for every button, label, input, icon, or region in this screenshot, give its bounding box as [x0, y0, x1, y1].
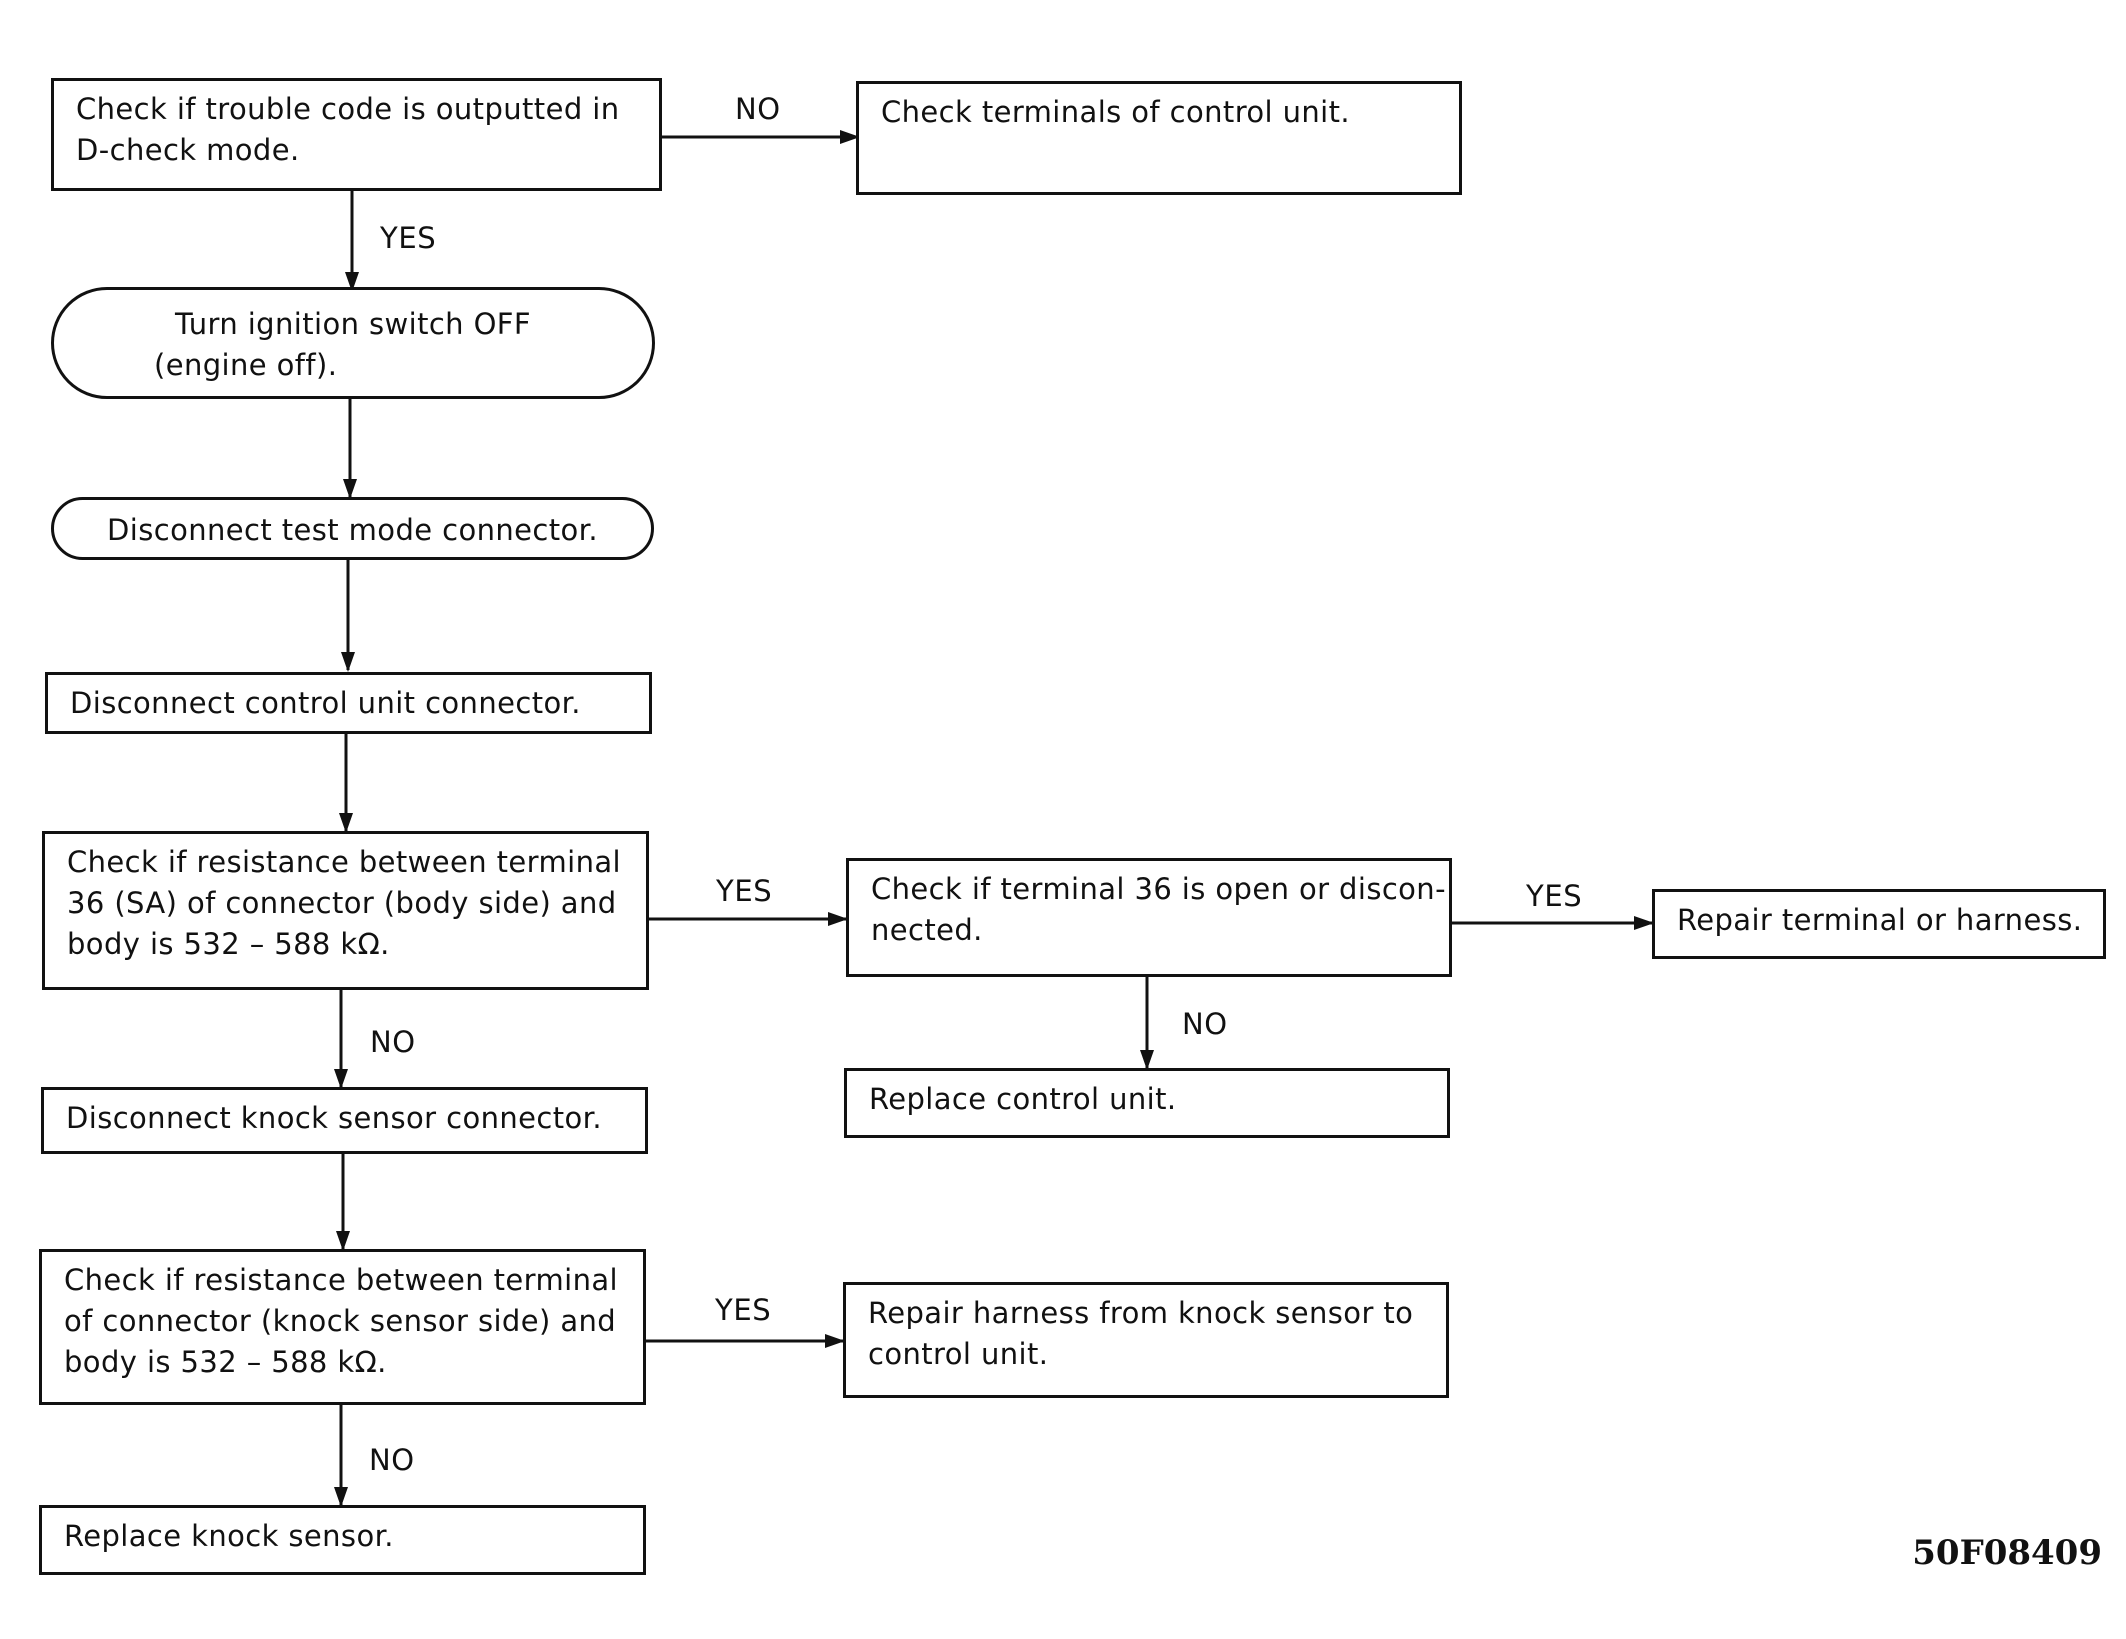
node-check-terminals: Check terminals of control unit.	[856, 81, 1462, 195]
node-check-terminal-36: Check if terminal 36 is open or discon- …	[846, 858, 1452, 977]
node-repair-harness: Repair harness from knock sensor to cont…	[843, 1282, 1449, 1398]
node-disconnect-knock-sensor: Disconnect knock sensor connector.	[41, 1087, 648, 1154]
edge-label-no: NO	[735, 92, 781, 126]
node-replace-control-unit: Replace control unit.	[844, 1068, 1450, 1138]
node-disconnect-test-mode: Disconnect test mode connector.	[51, 497, 654, 560]
node-disconnect-control-unit: Disconnect control unit connector.	[45, 672, 652, 734]
edge-label-yes: YES	[715, 1293, 772, 1327]
edge-label-yes: YES	[380, 221, 437, 255]
figure-id: 50F08409	[1912, 1533, 2102, 1573]
edge-label-no: NO	[369, 1443, 415, 1477]
edge-label-yes: YES	[1526, 879, 1583, 913]
node-check-resistance-body: Check if resistance between terminal 36 …	[42, 831, 649, 990]
edge-label-no: NO	[1182, 1007, 1228, 1041]
edge-label-no: NO	[370, 1025, 416, 1059]
node-replace-knock-sensor: Replace knock sensor.	[39, 1505, 646, 1575]
node-check-trouble-code: Check if trouble code is outputted in D-…	[51, 78, 662, 191]
node-check-resistance-knock: Check if resistance between terminal of …	[39, 1249, 646, 1405]
node-turn-ignition-off: Turn ignition switch OFF (engine off).	[51, 287, 655, 399]
node-repair-terminal: Repair terminal or harness.	[1652, 889, 2106, 959]
edge-label-yes: YES	[716, 874, 773, 908]
